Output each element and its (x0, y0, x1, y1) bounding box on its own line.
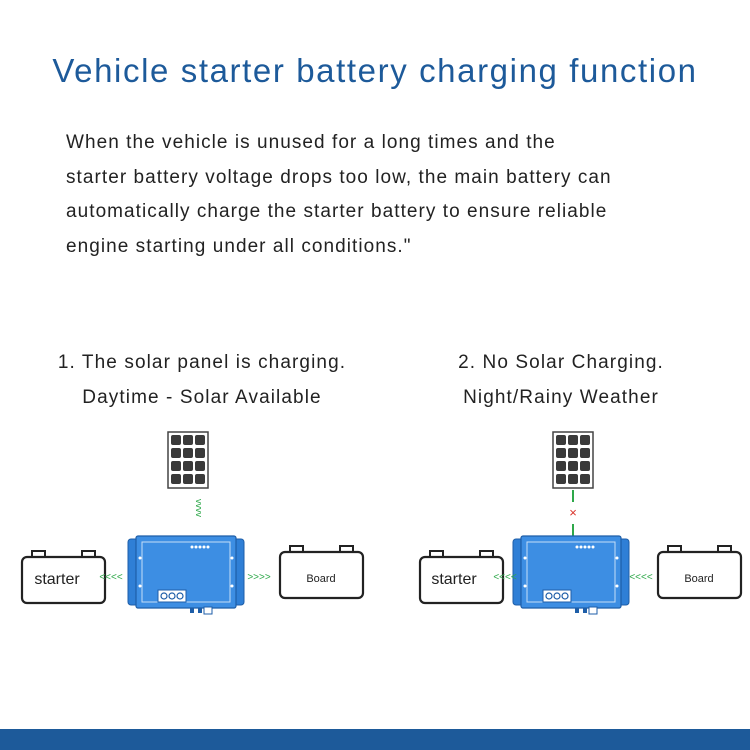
scenario-1-solar-flow-arrow: vvvv (194, 499, 204, 518)
scenario-2-solar-panel-icon (552, 431, 594, 489)
scenario-1-right-flow-arrows: >>>> (247, 572, 271, 583)
scenario-1-starter-label: starter (34, 571, 80, 588)
scenario-2-left-flow-arrows: <<<< (493, 572, 517, 583)
scenario-2-heading: 2. No Solar Charging. (458, 352, 664, 373)
scenario-1-charge-controller-icon (127, 535, 245, 615)
scenario-2-subheading: Night/Rainy Weather (463, 387, 659, 408)
scenario-1-solar-panel-icon (167, 431, 209, 489)
scenario-1-subheading: Daytime - Solar Available (82, 387, 322, 408)
scenario-2-right-flow-arrows: <<<< (629, 572, 653, 583)
scenario-2-starter-label: starter (431, 571, 477, 588)
description-line: When the vehicle is unused for a long ti… (66, 132, 556, 153)
page-title: Vehicle starter battery charging functio… (52, 52, 698, 89)
description-paragraph: When the vehicle is unused for a long ti… (66, 126, 726, 264)
scenario-1-left-flow-arrows: <<<< (99, 572, 123, 583)
description-line: automatically charge the starter battery… (66, 201, 608, 222)
description-line: starter battery voltage drops too low, t… (66, 166, 612, 188)
scenario-1-board-label: Board (306, 573, 335, 585)
scenario-1-heading: 1. The solar panel is charging. (57, 352, 347, 373)
scenario-2-charge-controller-icon (512, 535, 630, 615)
scenario-2-board-label: Board (684, 573, 713, 585)
scenario-2-heading-block: 2. No Solar Charging. Night/Rainy Weathe… (430, 345, 692, 415)
scenario-1-board-battery-icon (278, 544, 365, 600)
description-line: engine starting under all conditions." (66, 235, 412, 257)
scenario-2-blocked-icon: × (569, 505, 577, 520)
scenario-1-heading-block: 1. The solar panel is charging. Daytime … (36, 345, 368, 415)
footer-bar (0, 729, 750, 750)
scenario-2-board-battery-icon (656, 544, 743, 600)
